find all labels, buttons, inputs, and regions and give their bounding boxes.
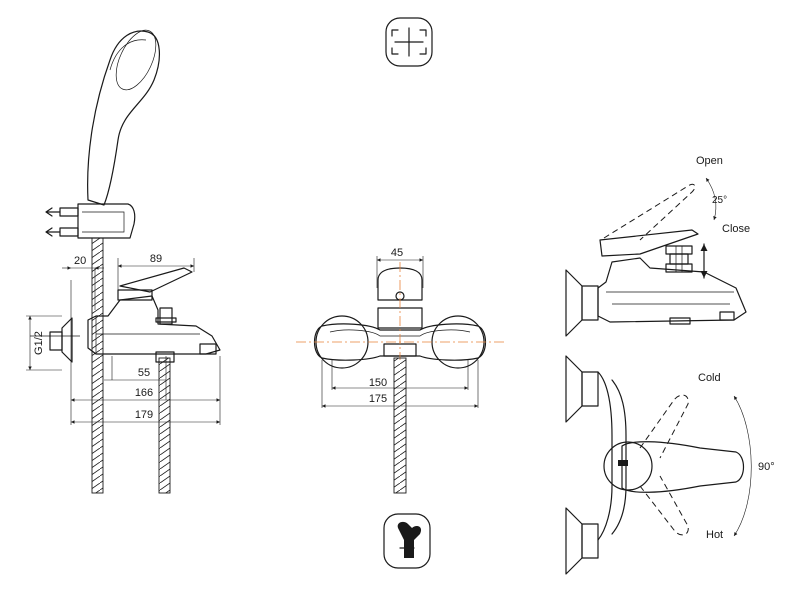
dim-thread: G1/2 (33, 331, 45, 355)
dim-89: 89 (150, 253, 162, 265)
dim-55: 55 (138, 367, 150, 379)
label-hot: Hot (706, 529, 723, 541)
label-cold: Cold (698, 372, 721, 384)
lever-center (621, 441, 745, 493)
hand-shower (87, 30, 160, 206)
hose-left (91, 237, 104, 494)
wrench-tool-icon (383, 513, 431, 569)
lever-lift-view: Open 25° Close (565, 155, 750, 337)
lever-side (119, 267, 193, 293)
lever-cold (639, 394, 689, 459)
dimension-lines-side (26, 258, 221, 425)
lever-open (603, 183, 696, 241)
dim-45: 45 (391, 247, 403, 259)
label-open: Open (696, 155, 723, 167)
label-angle-rotate: 90° (758, 461, 775, 473)
mixer-body-rotate (597, 371, 613, 541)
mixer-body-front (313, 323, 487, 361)
shower-holder (77, 203, 136, 239)
dim-179: 179 (135, 409, 153, 421)
label-angle-lift: 25° (712, 195, 727, 206)
dim-20: 20 (74, 255, 86, 267)
lever-rotate-view: Cold 90° Hot (565, 355, 775, 575)
side-view: 20 89 G1/2 55 166 179 (26, 29, 221, 494)
cross-handle-icon (385, 17, 433, 67)
label-close: Close (722, 223, 750, 235)
hose-front (393, 357, 407, 494)
lever-hot (639, 475, 689, 536)
dimension-lines-front (321, 256, 479, 408)
lever-closed (599, 229, 699, 257)
dim-150: 150 (369, 377, 387, 389)
mixer-body-side (87, 295, 221, 355)
mixer-body-lift (597, 257, 747, 323)
dim-166: 166 (135, 387, 153, 399)
hose-right (158, 357, 171, 494)
dim-175: 175 (369, 393, 387, 405)
front-view: 45 150 175 (296, 17, 504, 569)
